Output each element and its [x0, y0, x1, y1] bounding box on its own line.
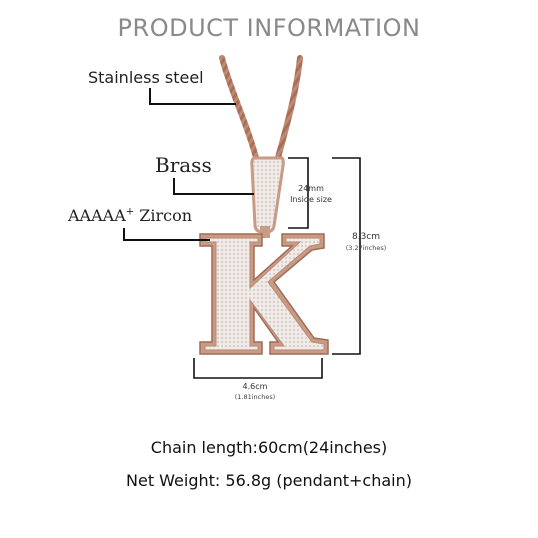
dim-width-cm: 4.6cm: [242, 382, 268, 391]
chain-length: Chain length:60cm(24inches): [150, 438, 388, 457]
bail: [250, 156, 285, 234]
zircon-text: Zircon: [134, 206, 193, 225]
dim-height-bracket: [332, 157, 361, 355]
pointer-stainless: [149, 88, 236, 105]
net-weight: Net Weight: 56.8g (pendant+chain): [126, 471, 412, 490]
label-zircon: AAAAA+ Zircon: [68, 206, 192, 225]
dim-height-cm: 8.3cm: [351, 232, 381, 242]
dim-height: 8.3cm (3.27inches): [334, 232, 398, 254]
dim-bail-bracket: [288, 157, 309, 229]
dim-bail: 24mm Inside size: [285, 183, 337, 205]
pointer-zircon: [123, 228, 210, 241]
dim-bail-note: Inside size: [290, 195, 332, 204]
pointer-brass: [173, 178, 254, 195]
page-title: PRODUCT INFORMATION: [117, 14, 421, 42]
label-stainless-steel: Stainless steel: [88, 68, 204, 87]
dim-width-in: (1.81inches): [234, 393, 276, 401]
chain-right: [273, 55, 303, 168]
dim-width-bracket: [193, 358, 323, 379]
zircon-grade: AAAAA: [68, 206, 126, 225]
zircon-plus: +: [125, 206, 135, 218]
chain-left: [219, 55, 261, 168]
dim-height-in: (3.27inches): [345, 244, 387, 252]
dim-width: 4.6cm (1.81inches): [223, 381, 287, 403]
letter-k-pave: [204, 237, 325, 351]
dim-bail-size: 24mm: [298, 184, 324, 193]
label-brass: Brass: [155, 153, 212, 177]
